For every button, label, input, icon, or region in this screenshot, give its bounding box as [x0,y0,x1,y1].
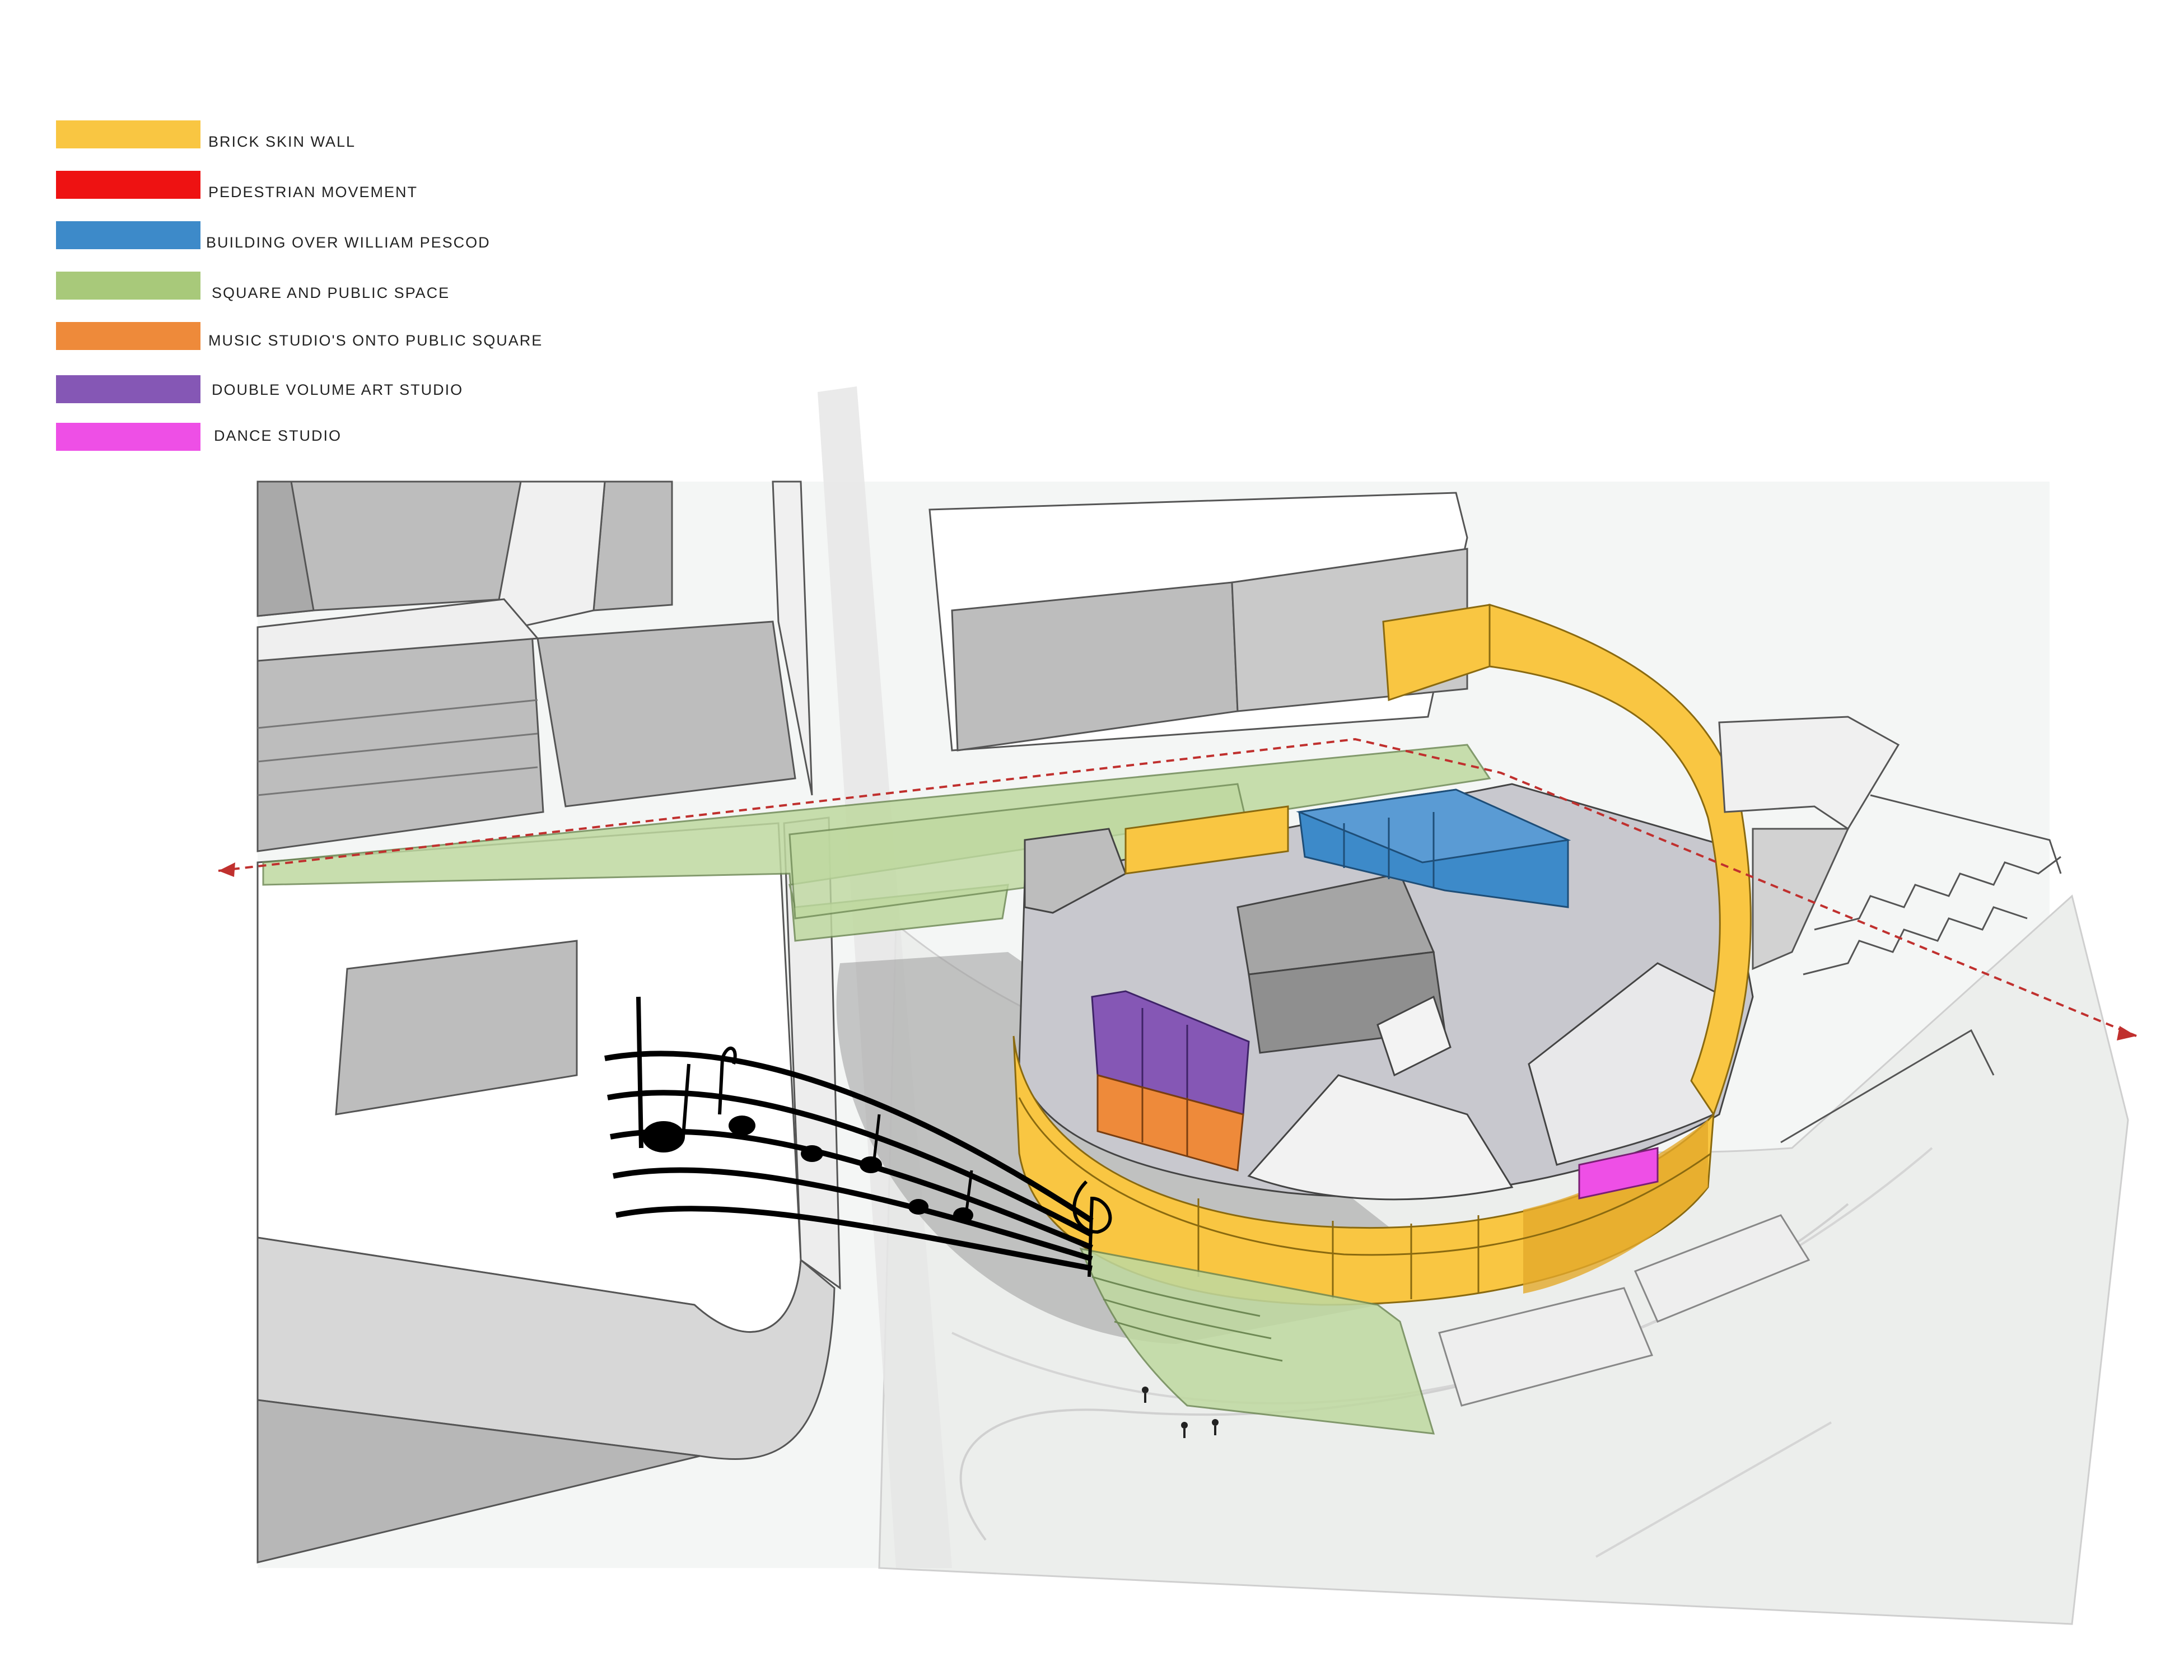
legend-label: SQUARE AND PUBLIC SPACE [212,284,450,301]
legend-item: DANCE STUDIO [56,423,342,451]
legend-label: DANCE STUDIO [214,427,342,444]
legend-item: PEDESTRIAN MOVEMENT [56,171,418,200]
building-block [594,482,672,610]
legend-swatch-double-volume-art-studio [56,375,200,403]
legend-swatch-music-studios [56,322,200,350]
legend-swatch-pedestrian-movement [56,171,200,199]
legend-item: MUSIC STUDIO'S ONTO PUBLIC SQUARE [56,322,543,350]
legend-item: DOUBLE VOLUME ART STUDIO [56,375,463,403]
site-model [218,386,2136,1624]
pedestrian-arrow-head [218,862,235,877]
legend-item: BRICK SKIN WALL [56,120,356,150]
legend-swatch-brick-skin-wall [56,120,200,148]
legend-swatch-building-over-william-pescod [56,221,200,249]
legend-swatch-dance-studio [56,423,200,451]
pedestrian-arrow-head [2117,1026,2136,1040]
building-block [538,622,795,806]
legend-item: SQUARE AND PUBLIC SPACE [56,272,450,301]
legend-swatch-square-and-public-space [56,272,200,300]
legend-label: DOUBLE VOLUME ART STUDIO [212,381,463,398]
legend-label: PEDESTRIAN MOVEMENT [208,184,418,200]
building-block [258,633,543,851]
legend-item: BUILDING OVER WILLIAM PESCOD [56,221,491,251]
legend-label: MUSIC STUDIO'S ONTO PUBLIC SQUARE [208,332,543,349]
legend-label: BRICK SKIN WALL [208,133,356,150]
legend-label: BUILDING OVER WILLIAM PESCOD [206,234,491,251]
legend: BRICK SKIN WALL PEDESTRIAN MOVEMENT BUIL… [56,120,543,451]
